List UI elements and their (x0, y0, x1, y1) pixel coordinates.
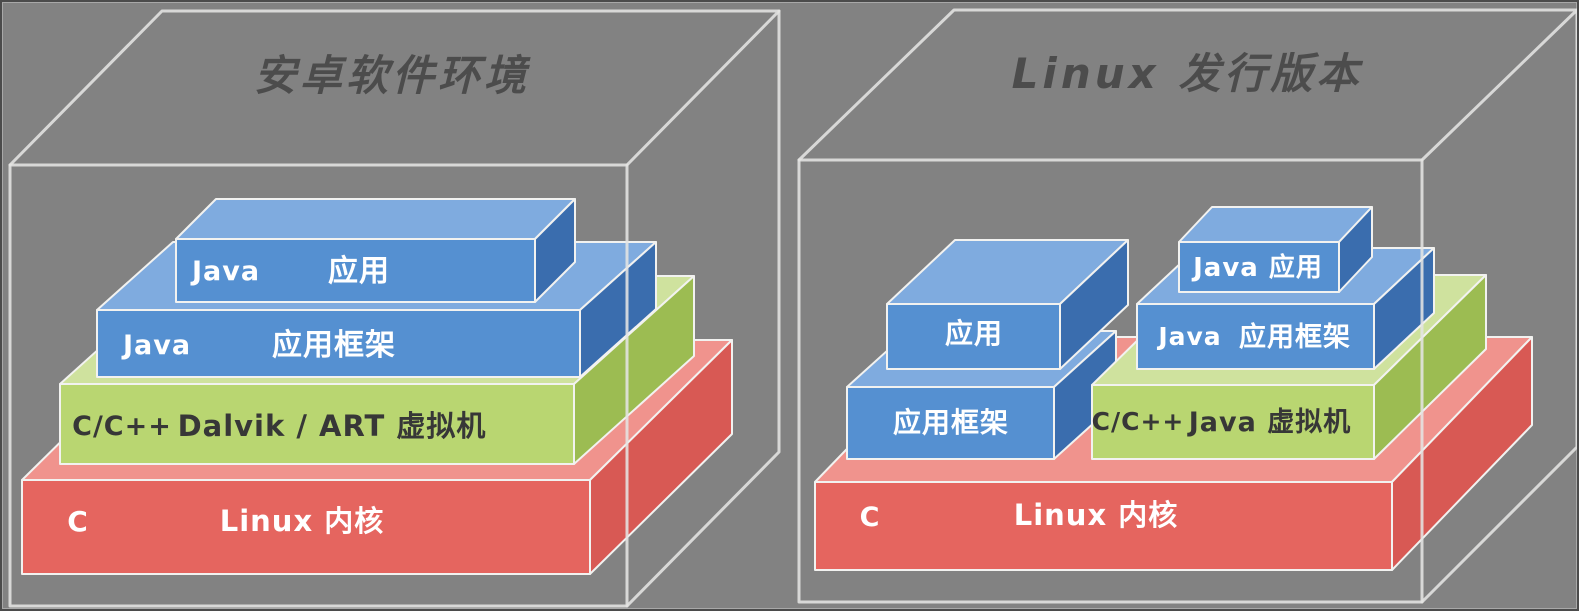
left-framework-lang-label: Java (121, 330, 191, 361)
left-vm-lang-label: C/C++ (72, 411, 172, 442)
left-kernel-front-face (21, 479, 591, 575)
right-panel: Linux 发行版本 C Linux 内核 应用框架 应用 (797, 8, 1577, 604)
left-app-layer: Java 应用 (175, 198, 576, 303)
right-jvm-front-face (1091, 384, 1375, 460)
right-native-app-label: 应用 (945, 317, 1003, 350)
left-app-label: 应用 (328, 254, 390, 289)
right-jvm-lang-label: C/C++ (1092, 407, 1185, 436)
right-java-app-front-face (1178, 241, 1340, 293)
right-java-app-layer: Java 应用 (1178, 206, 1373, 293)
left-panel: 安卓软件环境 C Linux 内核 C/C++ Dalvik / ART 虚拟机… (8, 9, 781, 608)
right-kernel-front-face (814, 481, 1393, 571)
right-java-framework-label: 应用框架 (1239, 321, 1351, 353)
right-native-framework-label: 应用框架 (893, 406, 1009, 439)
left-app-front-face (175, 238, 536, 303)
left-cube-back-right-edges (625, 9, 781, 608)
left-framework-label: 应用框架 (272, 328, 396, 363)
left-kernel-lang-label: C (67, 505, 89, 538)
right-java-framework-lang-label: Java (1156, 322, 1221, 351)
left-vm-front-face (59, 383, 575, 465)
right-java-framework-front-face (1136, 303, 1375, 370)
left-wireframe-cube (8, 9, 781, 608)
right-wireframe-cube (797, 8, 1577, 604)
left-app-top-face (175, 198, 576, 240)
right-cube-top-edges (797, 8, 1577, 162)
right-kernel-lang-label: C (860, 502, 881, 533)
left-app-lang-label: Java (190, 256, 260, 287)
left-cube-front-face-edges (8, 163, 629, 608)
right-panel-title: Linux 发行版本 (1012, 49, 1364, 98)
left-vm-label: Dalvik / ART 虚拟机 (178, 409, 487, 443)
right-cube-front-face-edges (797, 158, 1424, 604)
left-framework-front-face (96, 309, 581, 378)
right-kernel-label: Linux 内核 (1014, 498, 1179, 532)
left-kernel-label: Linux 内核 (220, 504, 385, 538)
left-cube-top-edges (8, 9, 781, 167)
left-panel-title: 安卓软件环境 (254, 51, 531, 100)
right-java-app-label: Java 应用 (1191, 252, 1323, 283)
right-native-app-front-face (886, 303, 1061, 370)
right-jvm-label: Java 虚拟机 (1187, 407, 1352, 438)
right-native-framework-front-face (846, 386, 1055, 460)
right-native-app-layer: 应用 (886, 239, 1129, 370)
right-cube-back-right-edges (1420, 8, 1577, 604)
